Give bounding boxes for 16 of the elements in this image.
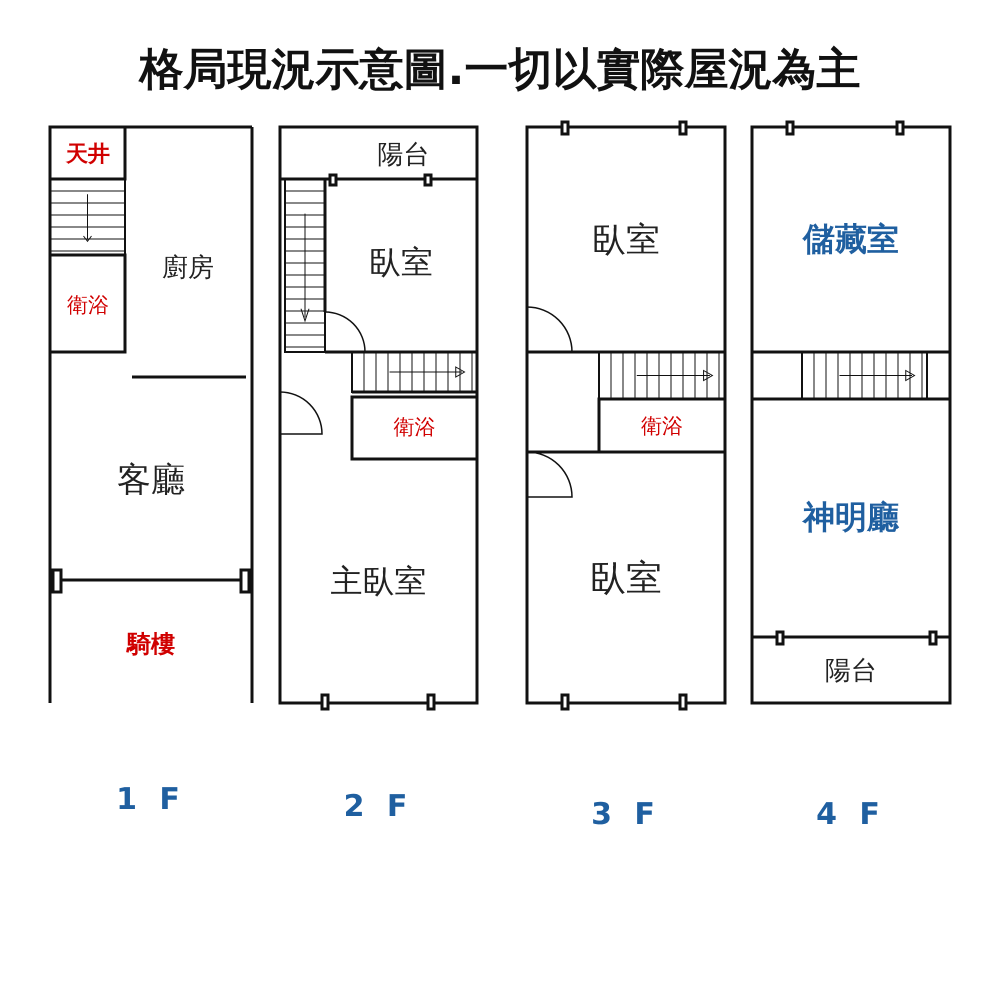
floor-label: 4 F: [815, 797, 887, 832]
room-label: 陽台: [754, 639, 948, 701]
floor-label: 3 F: [590, 797, 662, 832]
title: 格局現況示意圖.一切以實際屋況為主: [137, 43, 862, 97]
room-label: 廚房: [128, 187, 248, 347]
room-label: 神明廳: [754, 401, 948, 635]
room-label: 騎樓: [52, 585, 250, 703]
room-label: 臥室: [327, 181, 475, 345]
room-label: 客廳: [52, 382, 250, 577]
room-label: 臥室: [529, 129, 723, 350]
floor-label: 2 F: [342, 789, 414, 824]
room-label: 陽台: [330, 129, 477, 179]
floor-label: 1 F: [115, 782, 187, 817]
room-label: 臥室: [529, 454, 723, 702]
room-label: 儲藏室: [754, 129, 948, 350]
room-label: 主臥室: [282, 462, 475, 702]
